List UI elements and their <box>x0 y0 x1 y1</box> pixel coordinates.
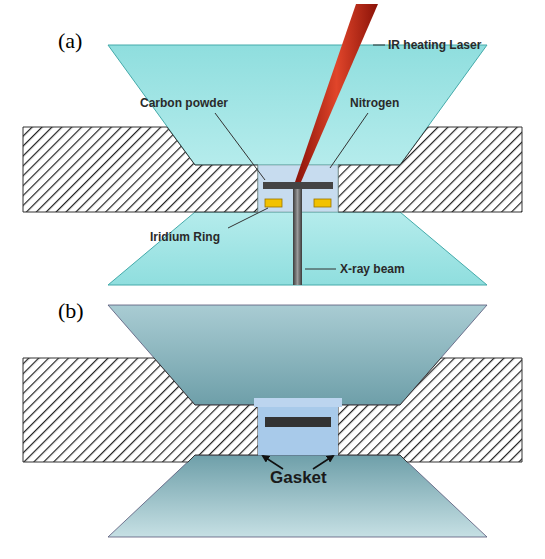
x-ray-beam <box>293 189 302 285</box>
panel-a <box>23 4 522 285</box>
sample-chamber <box>258 405 338 455</box>
gasket <box>338 358 522 462</box>
leader-lines <box>215 45 385 269</box>
gasket <box>23 127 258 212</box>
part-label: X-ray beam <box>340 262 405 276</box>
iridium-ring <box>265 199 282 207</box>
gasket <box>338 127 522 212</box>
panel-label: (b) <box>58 298 84 324</box>
part-label: IR heating Laser <box>388 38 481 52</box>
panel-label: (a) <box>58 28 82 54</box>
pointer-arrow <box>263 456 283 469</box>
carbon-sample <box>263 182 333 189</box>
iridium-ring <box>314 199 331 207</box>
part-label: Nitrogen <box>350 96 399 110</box>
chamber-cap <box>254 398 342 407</box>
part-label: Gasket <box>270 468 327 488</box>
part-label: Carbon powder <box>140 96 228 110</box>
sample <box>265 417 331 427</box>
part-label: Iridium Ring <box>150 230 220 244</box>
lower-anvil <box>108 455 487 537</box>
panel-b <box>23 305 522 537</box>
pointer-arrow <box>313 456 333 469</box>
gasket <box>23 358 258 462</box>
laser-beam <box>295 4 378 182</box>
